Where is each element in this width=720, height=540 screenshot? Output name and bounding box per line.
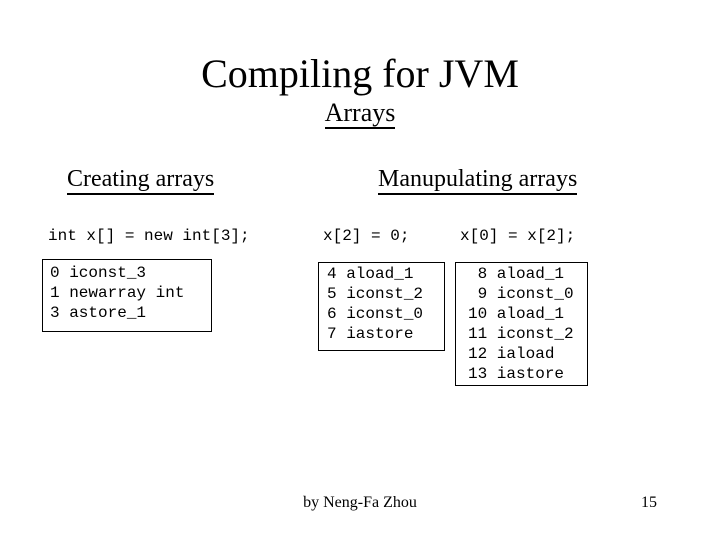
footer-author: by Neng-Fa Zhou: [303, 494, 417, 511]
bytecode-box-assign-element: 8 aload_1 9 iconst_0 10 aload_1 11 icons…: [455, 262, 588, 386]
source-code-create-array: int x[] = new int[3];: [48, 227, 250, 245]
page-number: 15: [641, 494, 657, 511]
slide-title: Compiling for JVM: [201, 51, 519, 96]
slide-subtitle: Arrays: [324, 98, 396, 129]
bytecode-box-create-array: 0 iconst_3 1 newarray int 3 astore_1: [42, 259, 212, 332]
bytecode-box-assign-constant: 4 aload_1 5 iconst_2 6 iconst_0 7 iastor…: [318, 262, 445, 351]
source-code-assign-element: x[0] = x[2];: [460, 227, 576, 245]
section-heading-creating-label: Creating arrays: [67, 166, 215, 195]
section-heading-manipulating: Manupulating arrays: [378, 166, 578, 195]
source-code-assign-constant: x[2] = 0;: [323, 227, 410, 245]
section-heading-manipulating-label: Manupulating arrays: [378, 166, 578, 195]
slide-subtitle-row: Arrays: [0, 100, 720, 129]
section-heading-creating: Creating arrays: [67, 166, 215, 195]
